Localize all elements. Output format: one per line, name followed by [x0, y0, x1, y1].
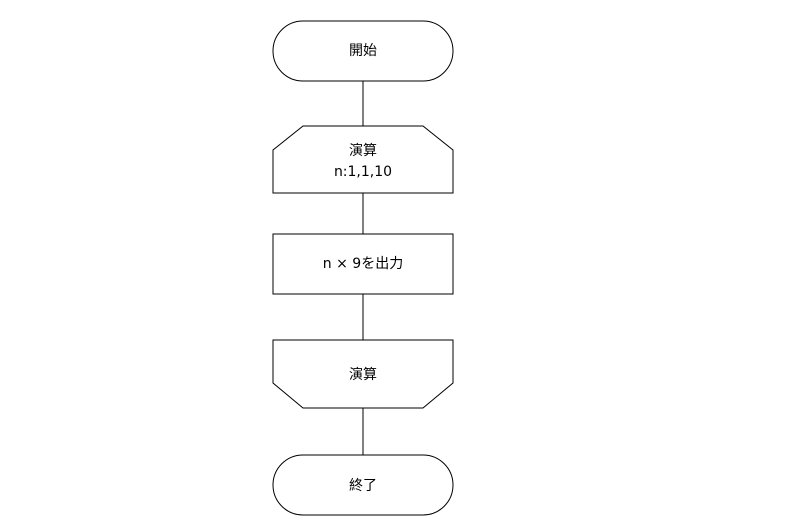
end-terminator-shape — [272, 454, 454, 516]
output-process-label: n × 9を出力 — [323, 256, 403, 272]
loop-start-shape — [272, 125, 454, 194]
loop-start-condition: n:1,1,10 — [334, 164, 392, 180]
output-process-node: n × 9を出力 — [272, 233, 454, 295]
output-process-shape — [272, 233, 454, 295]
start-terminator-shape — [272, 20, 454, 82]
loop-end-shape — [272, 339, 454, 409]
loop-start-label: 演算 — [349, 143, 377, 159]
loop-end-label: 演算 — [349, 367, 377, 383]
end-terminator: 終了 — [272, 454, 454, 516]
loop-start-node: 演算 n:1,1,10 — [272, 125, 454, 194]
start-terminator: 開始 — [272, 20, 454, 82]
end-terminator-label: 終了 — [349, 478, 377, 494]
start-terminator-label: 開始 — [349, 43, 377, 59]
loop-end-node: 演算 — [272, 339, 454, 409]
